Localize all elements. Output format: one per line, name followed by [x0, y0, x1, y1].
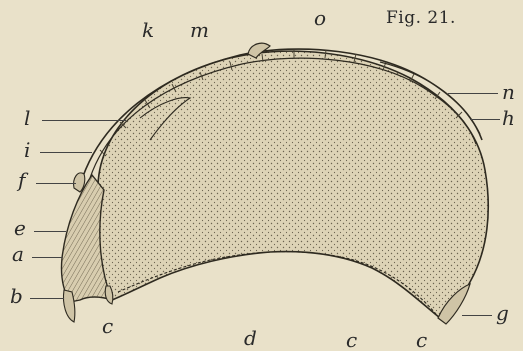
- leader-n: [448, 93, 498, 94]
- bottom-left-foot: [63, 290, 74, 322]
- label-m: m: [190, 20, 209, 40]
- label-g: g: [496, 303, 509, 323]
- leader-h: [470, 119, 500, 120]
- leader-e: [34, 231, 66, 232]
- leader-i: [40, 152, 92, 153]
- label-k: k: [142, 20, 154, 40]
- leader-l: [42, 120, 126, 121]
- label-b: b: [10, 286, 23, 306]
- label-h: h: [502, 108, 515, 128]
- label-c-right: c: [416, 330, 427, 350]
- figure-title: Fig. 21.: [386, 8, 456, 28]
- leader-b: [30, 298, 64, 299]
- bottom-prong-c: [105, 286, 113, 304]
- label-l: l: [24, 108, 30, 128]
- label-e-left: e: [14, 218, 26, 238]
- label-a: a: [12, 244, 24, 264]
- label-f: f: [18, 170, 25, 190]
- label-c-left: c: [102, 316, 113, 336]
- label-n: n: [502, 82, 515, 102]
- leader-g: [462, 315, 492, 316]
- label-i: i: [24, 140, 30, 160]
- label-c-bottom: c: [346, 330, 357, 350]
- label-o: o: [314, 8, 326, 28]
- leader-f: [36, 183, 76, 184]
- leader-a: [32, 257, 62, 258]
- label-d: d: [244, 328, 257, 348]
